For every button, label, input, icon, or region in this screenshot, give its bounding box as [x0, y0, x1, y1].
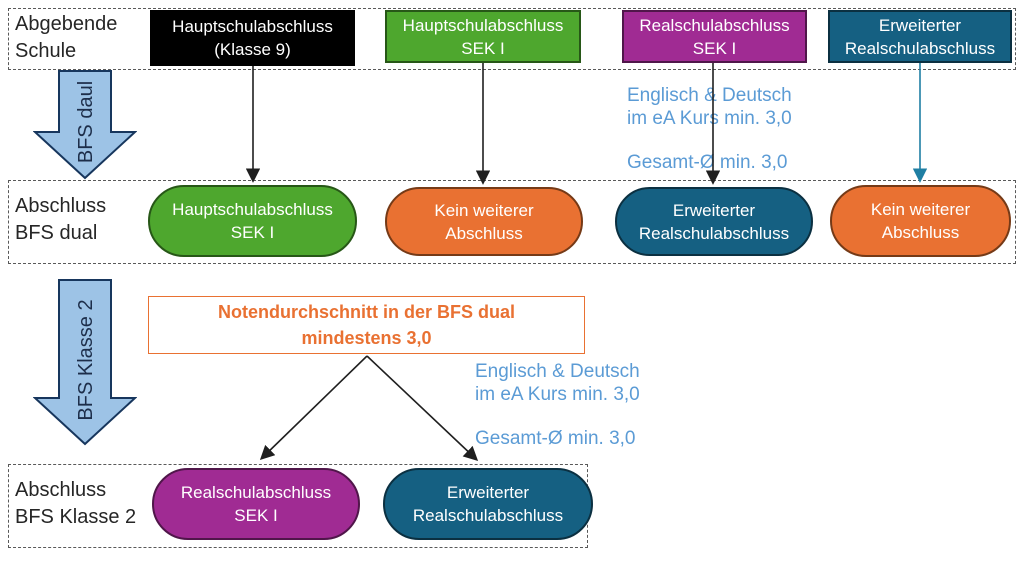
pill-text: SEK I: [230, 223, 275, 242]
label-abschluss-bfs-klasse-2: Abschluss BFS Klasse 2: [15, 477, 136, 531]
label-abschluss-bfs-dual: Abschluss BFS dual: [15, 193, 106, 247]
criteria-line: Englisch & Deutsch: [475, 361, 640, 382]
pill-text: Erweiterter: [446, 483, 530, 502]
box-text: Erweiterter: [878, 15, 962, 35]
pill-text: Abschluss: [881, 223, 960, 242]
label-line: Schule: [15, 40, 77, 62]
box-text: Hauptschulabschluss: [172, 17, 333, 36]
box-realschulabschluss-sek1: Realschulabschluss SEK I: [622, 10, 807, 63]
notice-line: mindestens 3,0: [301, 328, 432, 348]
criteria-line: Gesamt-Ø min. 3,0: [475, 428, 636, 449]
pill-text: Kein weiterer: [870, 200, 971, 219]
label-line: Abschluss: [15, 479, 107, 501]
box-text: SEK I: [461, 38, 505, 58]
pill-text: Realschulabschluss: [180, 483, 332, 502]
pill-text: Hauptschulabschluss: [172, 200, 333, 219]
pill-kein-weiterer-abschluss-1: Kein weiterer Abschluss: [385, 187, 583, 256]
flow-arrow-bfs-klasse-2: BFS Klasse 2: [33, 279, 137, 446]
criteria-block-2: Englisch & Deutsch im eA Kurs min. 3,0 G…: [475, 360, 640, 450]
pill-erweiterter-realschulabschluss-1: Erweiterter Realschulabschluss: [615, 187, 813, 256]
pill-hauptschulabschluss-sek1: Hauptschulabschluss SEK I: [148, 185, 357, 257]
box-text: Hauptschulabschluss: [402, 15, 564, 35]
label-line: Abschluss: [15, 195, 107, 217]
pill-erweiterter-realschulabschluss-2: Erweiterter Realschulabschluss: [383, 468, 593, 540]
zone-abschluss-bfs-dual: [8, 180, 1016, 264]
box-text: Realschulabschluss: [844, 38, 996, 58]
criteria-line: im eA Kurs min. 3,0: [627, 108, 792, 129]
notice-notendurchschnitt: Notendurchschnitt in der BFS dual mindes…: [148, 296, 585, 354]
pill-text: SEK I: [234, 506, 278, 525]
box-hauptschulabschluss-sek1: Hauptschulabschluss SEK I: [385, 10, 581, 63]
criteria-block-1: Englisch & Deutsch im eA Kurs min. 3,0 G…: [627, 84, 792, 174]
pill-text: Erweiterter: [672, 200, 756, 220]
criteria-line: Englisch & Deutsch: [627, 85, 792, 106]
zone-abgebende-schule: [8, 8, 1016, 70]
label-line: Abgebende: [15, 13, 118, 35]
notice-line: Notendurchschnitt in der BFS dual: [217, 302, 515, 322]
box-text: Realschulabschluss: [639, 15, 790, 35]
label-abgebende-schule: Abgebende Schule: [15, 11, 117, 65]
connector-notice-to-magenta-pill: [259, 355, 368, 461]
box-hauptschulabschluss-klasse9: Hauptschulabschluss (Klasse 9): [150, 10, 355, 66]
box-erweiterter-realschulabschluss: Erweiterter Realschulabschluss: [828, 10, 1012, 63]
flow-arrow-bfs-dual: BFS daul: [33, 70, 137, 180]
box-text: SEK I: [692, 38, 737, 58]
flow-arrow-label: BFS daul: [75, 81, 97, 163]
pill-text: Abschluss: [445, 223, 523, 243]
box-text: (Klasse 9): [214, 40, 291, 59]
criteria-line: Gesamt-Ø min. 3,0: [627, 152, 788, 173]
label-line: BFS Klasse 2: [15, 506, 137, 528]
criteria-line: im eA Kurs min. 3,0: [475, 384, 640, 405]
label-line: BFS dual: [15, 222, 98, 244]
pill-kein-weiterer-abschluss-2: Kein weiterer Abschluss: [830, 185, 1011, 257]
pill-text: Realschulabschluss: [412, 506, 564, 525]
pill-text: Kein weiterer: [434, 200, 534, 220]
connector-notice-to-teal-pill: [366, 355, 479, 461]
pill-realschulabschluss-sek1: Realschulabschluss SEK I: [152, 468, 360, 540]
down-arrow-shape: [33, 279, 137, 446]
pill-text: Realschulabschluss: [638, 223, 790, 243]
down-arrow-shape: [33, 70, 137, 180]
flow-arrow-label: BFS Klasse 2: [75, 299, 97, 420]
